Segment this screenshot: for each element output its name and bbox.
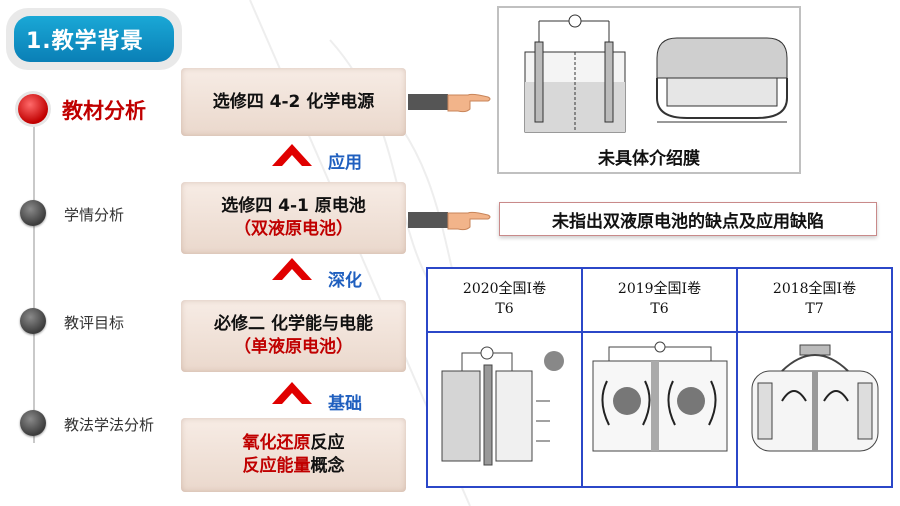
nav-item-label: 教材分析 [62, 99, 146, 123]
relation-label-apply: 应用 [328, 153, 362, 173]
exam-figure-2020 [441, 346, 564, 466]
section-title: 1.教学背景 [14, 16, 174, 62]
course-title: 必修二 化学能与电能 [214, 314, 373, 335]
exam-question: T6 [650, 301, 669, 317]
timeline-dot-icon [18, 94, 48, 124]
nav-item-label: 教评目标 [64, 314, 125, 332]
concept-redox: 氧化还原 [242, 433, 311, 454]
course-box-electrochem-sources: 选修四 4-2 化学电源 [181, 68, 406, 136]
up-chevron-icon [272, 144, 312, 166]
concept-energy: 反应能量 [242, 456, 311, 476]
timeline-line [33, 108, 35, 443]
electrolysis-cell-figure [524, 14, 626, 133]
up-chevron-icon [272, 382, 312, 404]
exam-header: 2020全国I卷 T6 [428, 269, 581, 333]
relation-label-deepen: 深化 [328, 271, 362, 291]
exam-question: T7 [805, 301, 824, 317]
exam-question: T6 [495, 301, 514, 317]
nav-item-label: 教法学法分析 [64, 416, 155, 434]
button-cell-figure [656, 37, 788, 123]
course-box-redox-concepts: 氧化还原反应 反应能量概念 [181, 418, 406, 492]
exam-year: 2019全国I卷 [617, 281, 702, 298]
up-chevron-icon [272, 258, 312, 280]
concept-label: 概念 [310, 456, 345, 476]
exam-header: 2019全国I卷 T6 [583, 269, 736, 333]
nav-item-students[interactable]: 学情分析 [20, 200, 160, 228]
exam-column: 2018全国I卷 T7 [738, 269, 891, 486]
concept-reaction: 反应 [310, 433, 345, 454]
relation-label-foundation: 基础 [328, 394, 362, 414]
course-title: 选修四 4-1 原电池 [221, 196, 366, 217]
exam-year: 2020全国I卷 [462, 281, 547, 298]
course-box-chemical-energy: 必修二 化学能与电能 （单液原电池） [181, 300, 406, 372]
pointing-hand-icon [408, 211, 491, 231]
nav-item-evaluation[interactable]: 教评目标 [20, 308, 160, 336]
course-subtitle: （双液原电池） [234, 219, 353, 239]
exam-header: 2018全国I卷 T7 [738, 269, 891, 333]
timeline-dot-icon [20, 308, 46, 334]
textbook-figure: 未具体介绍膜 [497, 6, 801, 174]
course-subtitle: （单液原电池） [234, 337, 353, 357]
timeline-dot-icon [20, 200, 46, 226]
course-title: 选修四 4-2 化学电源 [212, 91, 375, 112]
exam-column: 2020全国I卷 T6 [428, 269, 583, 486]
exam-figure-2019 [592, 341, 728, 452]
nav-item-methods[interactable]: 教法学法分析 [20, 410, 180, 438]
nav-item-label: 学情分析 [64, 206, 125, 224]
course-box-galvanic-cell: 选修四 4-1 原电池 （双液原电池） [181, 182, 406, 254]
nav-item-textbook[interactable]: 教材分析 [18, 93, 178, 125]
exam-year: 2018全国I卷 [772, 281, 857, 298]
timeline-dot-icon [20, 410, 46, 436]
note-callout: 未指出双液原电池的缺点及应用缺陷 [499, 202, 877, 236]
figure-caption: 未具体介绍膜 [598, 149, 700, 169]
pointing-hand-icon [408, 93, 491, 113]
exam-column: 2019全国I卷 T6 [583, 269, 738, 486]
exam-figure-2018 [751, 344, 879, 452]
exam-question-grid: 2020全国I卷 T6 2019全国I卷 T6 20 [426, 267, 893, 488]
